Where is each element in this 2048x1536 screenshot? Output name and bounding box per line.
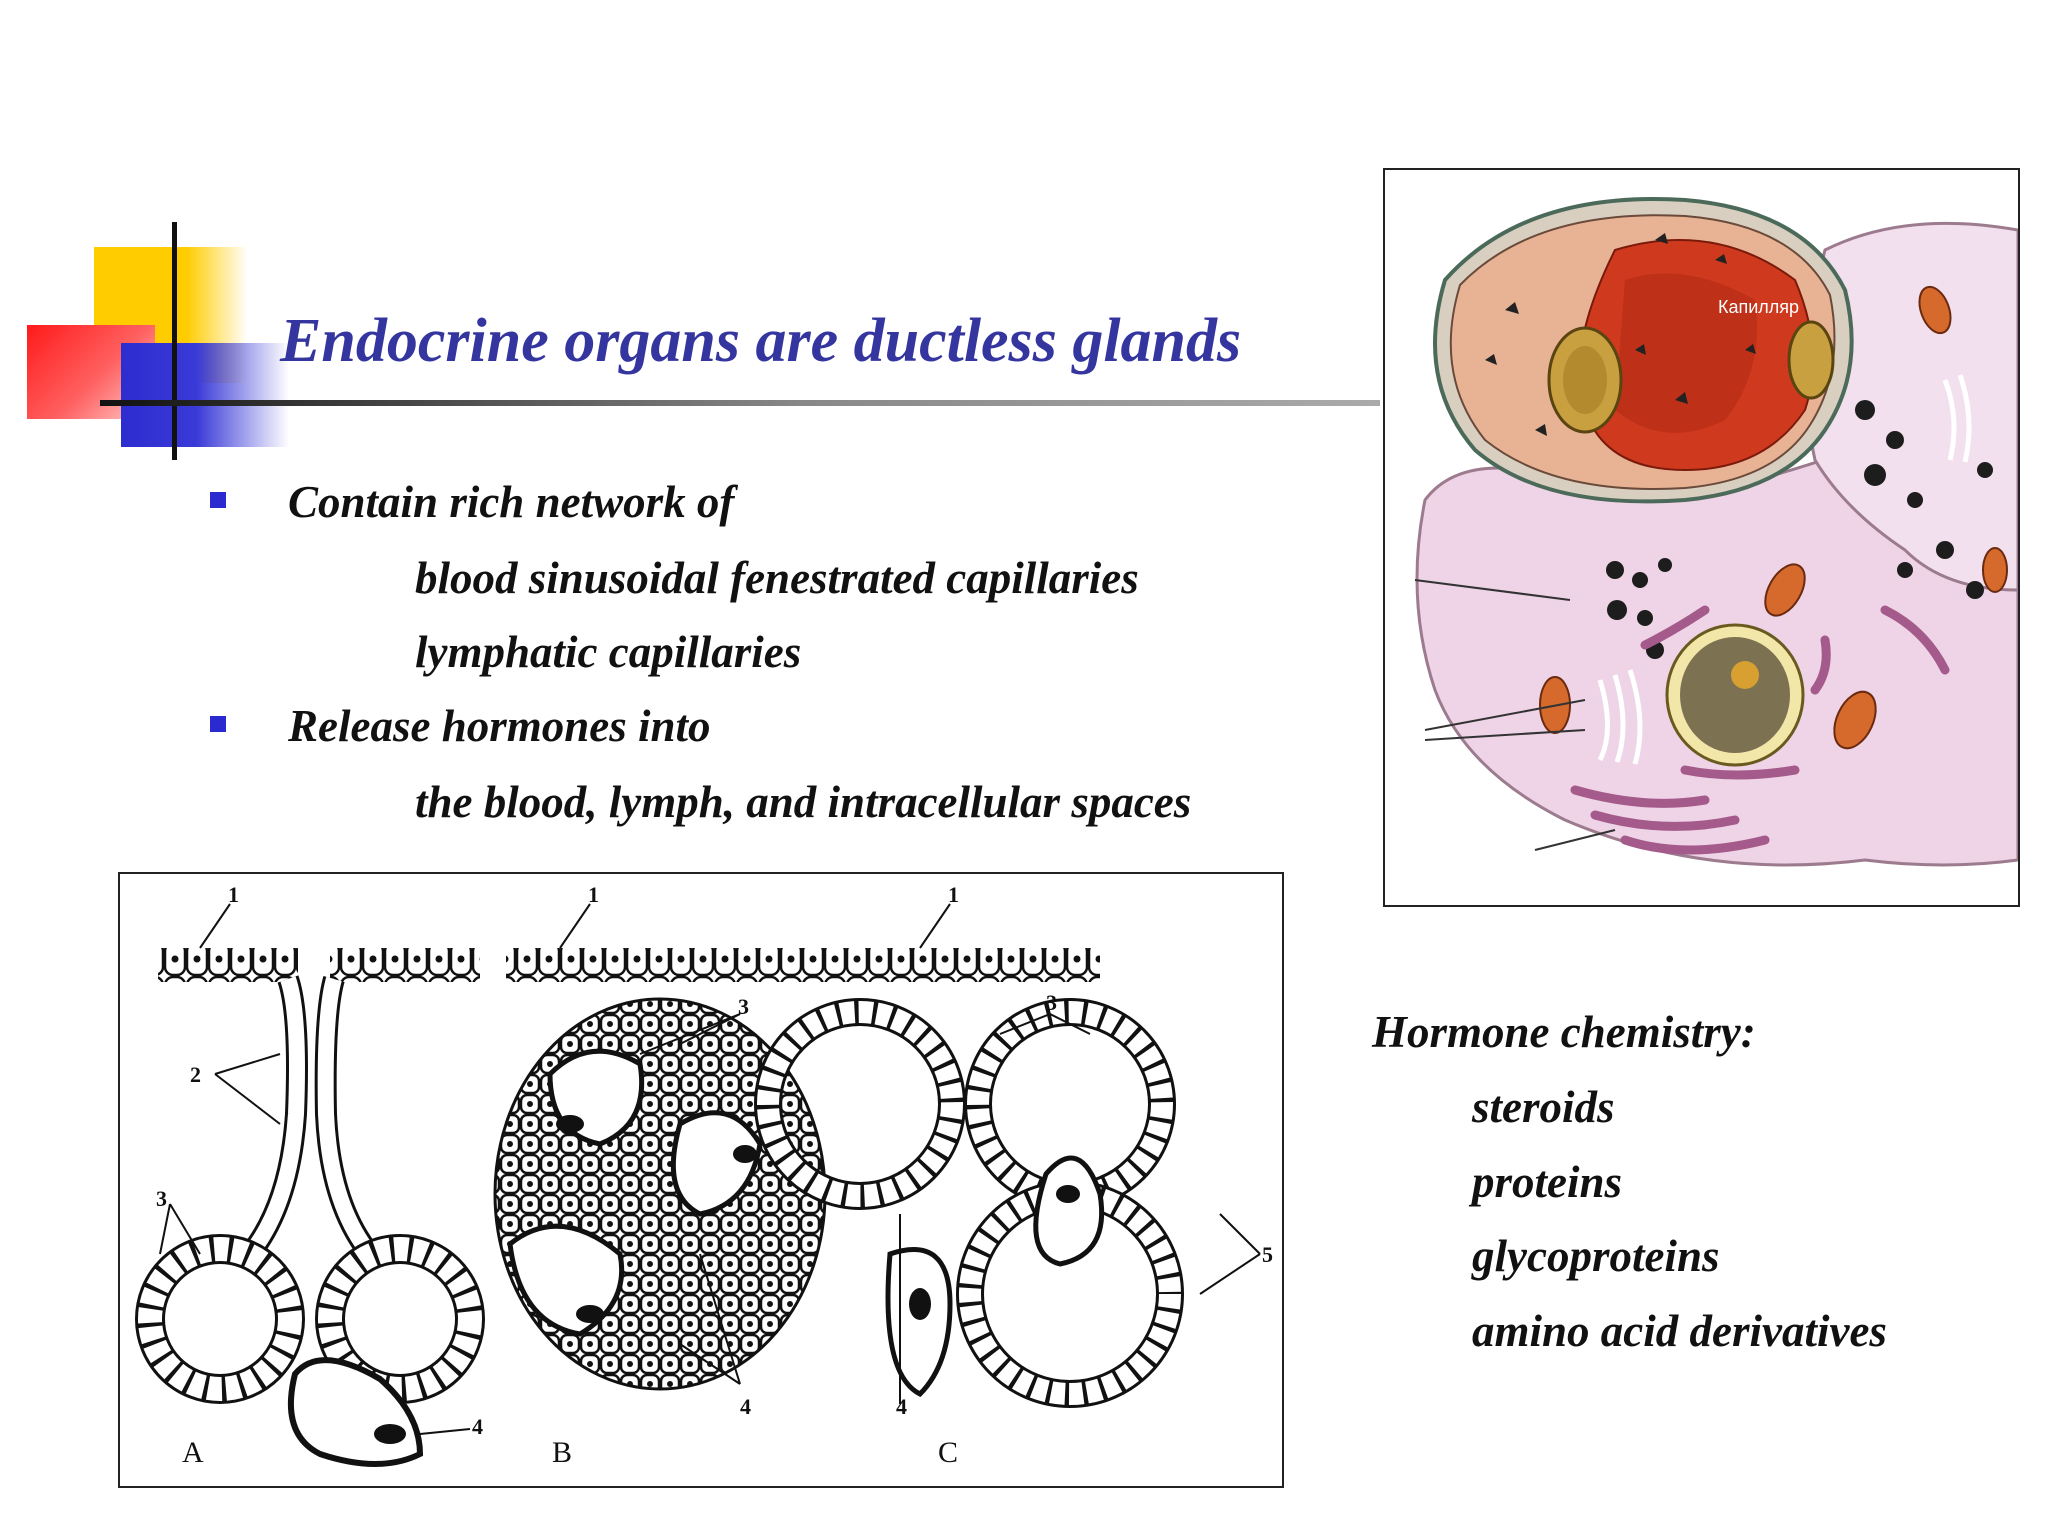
chemistry-item: amino acid derivatives bbox=[1472, 1306, 1887, 1356]
chemistry-heading: Hormone chemistry: bbox=[1372, 1007, 1756, 1057]
chemistry-item: steroids bbox=[1472, 1082, 1615, 1132]
endocrine-cell-drawing: Капилляр bbox=[1414, 197, 2018, 867]
callout-1: 1 bbox=[228, 882, 239, 907]
panel-label-c: C bbox=[938, 1436, 958, 1469]
slide-title: Endocrine organs are ductless glands bbox=[280, 307, 1242, 375]
endocrine-cell-illustration: Капилляр bbox=[1383, 168, 2020, 907]
callout-3: 3 bbox=[156, 1186, 167, 1211]
gland-types-drawing: 1 1 1 2 3 3 3 4 4 4 5 A B C bbox=[135, 882, 1273, 1469]
callout-3: 3 bbox=[738, 994, 749, 1019]
title-underline bbox=[100, 400, 1380, 406]
callout-1: 1 bbox=[948, 882, 959, 907]
bullet-1-text: Contain rich network of bbox=[288, 477, 735, 527]
bullet-2-sub-1: the blood, lymph, and intracellular spac… bbox=[415, 777, 1192, 827]
callout-5: 5 bbox=[1262, 1242, 1273, 1267]
callout-1: 1 bbox=[588, 882, 599, 907]
gland-types-diagram: 1 1 1 2 3 3 3 4 4 4 5 A B C bbox=[118, 872, 1284, 1488]
bullet-marker-icon bbox=[210, 716, 226, 732]
callout-4: 4 bbox=[472, 1414, 483, 1439]
callout-4: 4 bbox=[740, 1394, 751, 1419]
callout-2: 2 bbox=[190, 1062, 201, 1087]
callout-4: 4 bbox=[896, 1394, 907, 1419]
bullet-1-sub-2: lymphatic capillaries bbox=[415, 627, 802, 677]
bullet-1-sub-1: blood sinusoidal fenestrated capillaries bbox=[415, 553, 1139, 603]
bullet-2-text: Release hormones into bbox=[288, 701, 711, 751]
bullet-marker-icon bbox=[210, 492, 226, 508]
panel-label-b: B bbox=[552, 1436, 572, 1469]
capillary-label: Капилляр bbox=[1718, 297, 1799, 317]
decor-blue-block bbox=[121, 343, 289, 447]
decor-vertical-line bbox=[172, 222, 177, 460]
chemistry-item: glycoproteins bbox=[1472, 1231, 1720, 1281]
panel-label-a: A bbox=[182, 1436, 204, 1469]
chemistry-item: proteins bbox=[1472, 1157, 1623, 1207]
callout-3: 3 bbox=[1046, 990, 1057, 1015]
